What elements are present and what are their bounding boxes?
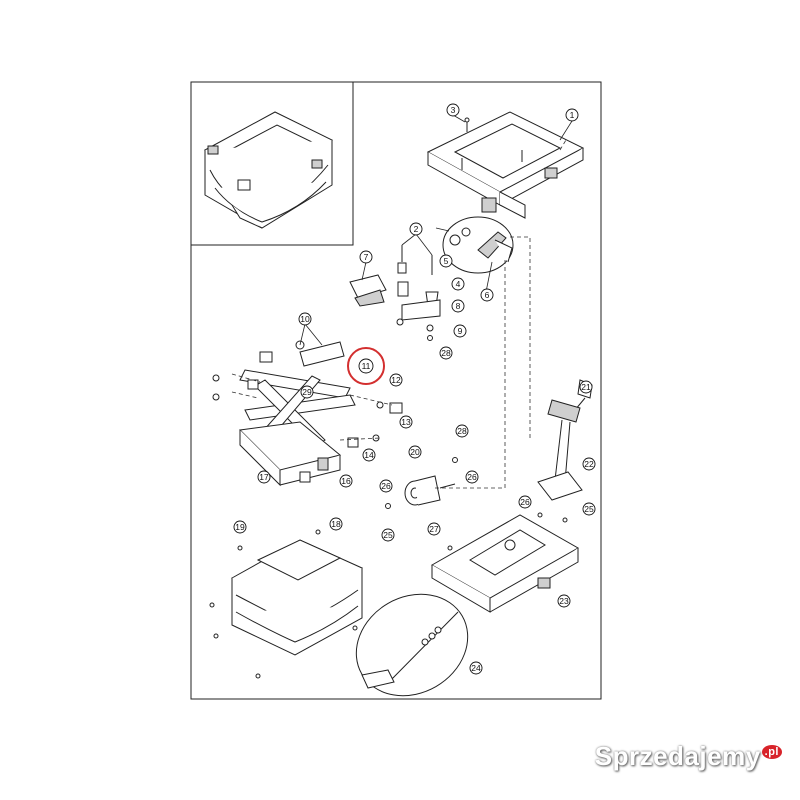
part-callout: 25 <box>582 502 596 516</box>
part-callout: 26 <box>379 479 393 493</box>
svg-text:29: 29 <box>302 387 312 397</box>
part-callout: 3 <box>446 103 460 117</box>
svg-text:4: 4 <box>456 279 461 289</box>
svg-text:21: 21 <box>581 382 591 392</box>
part-callout: 26 <box>518 495 532 509</box>
inset-assembled-seat-drawing <box>203 111 334 229</box>
part-callout: 24 <box>469 661 483 675</box>
part-callout: 26 <box>465 470 479 484</box>
svg-text:14: 14 <box>364 450 374 460</box>
highlight-ring <box>347 347 385 385</box>
part-callout: 2 <box>409 222 423 236</box>
svg-text:27: 27 <box>429 524 439 534</box>
leader-lines <box>231 114 573 489</box>
part-callout: 9 <box>453 324 467 338</box>
part-callout-highlighted: 11 <box>358 358 374 374</box>
lever-mechanism-drawing <box>537 379 593 501</box>
part-callout: 18 <box>329 517 343 531</box>
slide-rail-frame-drawing <box>430 512 580 613</box>
svg-text:12: 12 <box>391 375 401 385</box>
part-callout: 17 <box>257 470 271 484</box>
part-callout: 22 <box>582 457 596 471</box>
part-callout: 23 <box>557 594 571 608</box>
svg-text:26: 26 <box>381 481 391 491</box>
watermark-logo: Sprzedajemy.pl <box>595 741 782 772</box>
damper-drawing <box>385 457 458 509</box>
svg-text:20: 20 <box>410 447 420 457</box>
svg-text:28: 28 <box>441 348 451 358</box>
inset-frame <box>190 81 354 246</box>
watermark-text: Sprzedajemy <box>594 741 761 771</box>
part-callout: 14 <box>362 448 376 462</box>
part-callout: 20 <box>408 445 422 459</box>
svg-text:2: 2 <box>414 224 419 234</box>
svg-text:6: 6 <box>485 290 490 300</box>
svg-text:11: 11 <box>362 361 371 371</box>
lower-frame-drawing <box>238 421 342 487</box>
part-callout: 7 <box>359 250 373 264</box>
svg-text:1: 1 <box>570 110 575 120</box>
part-callout: 13 <box>399 415 413 429</box>
part-callout: 1 <box>565 108 579 122</box>
latch-assembly-drawing <box>442 216 514 274</box>
svg-text:23: 23 <box>559 596 569 606</box>
part-callout: 12 <box>389 373 403 387</box>
part-callout: 28 <box>439 346 453 360</box>
part-callout: 16 <box>339 474 353 488</box>
part-callout: 10 <box>298 312 312 326</box>
svg-text:22: 22 <box>584 459 594 469</box>
svg-text:17: 17 <box>259 472 269 482</box>
svg-text:26: 26 <box>520 497 530 507</box>
part-callout: 5 <box>439 254 453 268</box>
part-callout: 29 <box>300 385 314 399</box>
svg-text:3: 3 <box>451 105 456 115</box>
svg-text:24: 24 <box>471 663 481 673</box>
top-mounting-plate-drawing <box>426 111 585 219</box>
svg-text:10: 10 <box>300 314 310 324</box>
svg-text:26: 26 <box>467 472 477 482</box>
part-callout: 6 <box>480 288 494 302</box>
svg-text:9: 9 <box>458 326 463 336</box>
svg-text:19: 19 <box>235 522 245 532</box>
svg-text:28: 28 <box>457 426 467 436</box>
bellows-drawing <box>209 529 364 679</box>
diagram-frame <box>190 81 602 700</box>
svg-text:5: 5 <box>444 256 449 266</box>
watermark-suffix: .pl <box>761 745 782 760</box>
svg-text:13: 13 <box>401 417 411 427</box>
svg-text:25: 25 <box>383 530 393 540</box>
part-callout: 19 <box>233 520 247 534</box>
svg-text:18: 18 <box>331 519 341 529</box>
part-callout: 4 <box>451 277 465 291</box>
bracket-drawing <box>349 274 387 307</box>
release-rod-drawing <box>355 593 469 697</box>
part-callout: 21 <box>579 380 593 394</box>
part-callout: 28 <box>455 424 469 438</box>
part-callout: 8 <box>451 299 465 313</box>
part-callout: 25 <box>381 528 395 542</box>
small-hardware-drawing <box>396 117 470 341</box>
svg-text:8: 8 <box>456 301 461 311</box>
part-callout: 27 <box>427 522 441 536</box>
svg-text:7: 7 <box>364 252 369 262</box>
svg-text:25: 25 <box>584 504 594 514</box>
svg-text:16: 16 <box>341 476 351 486</box>
